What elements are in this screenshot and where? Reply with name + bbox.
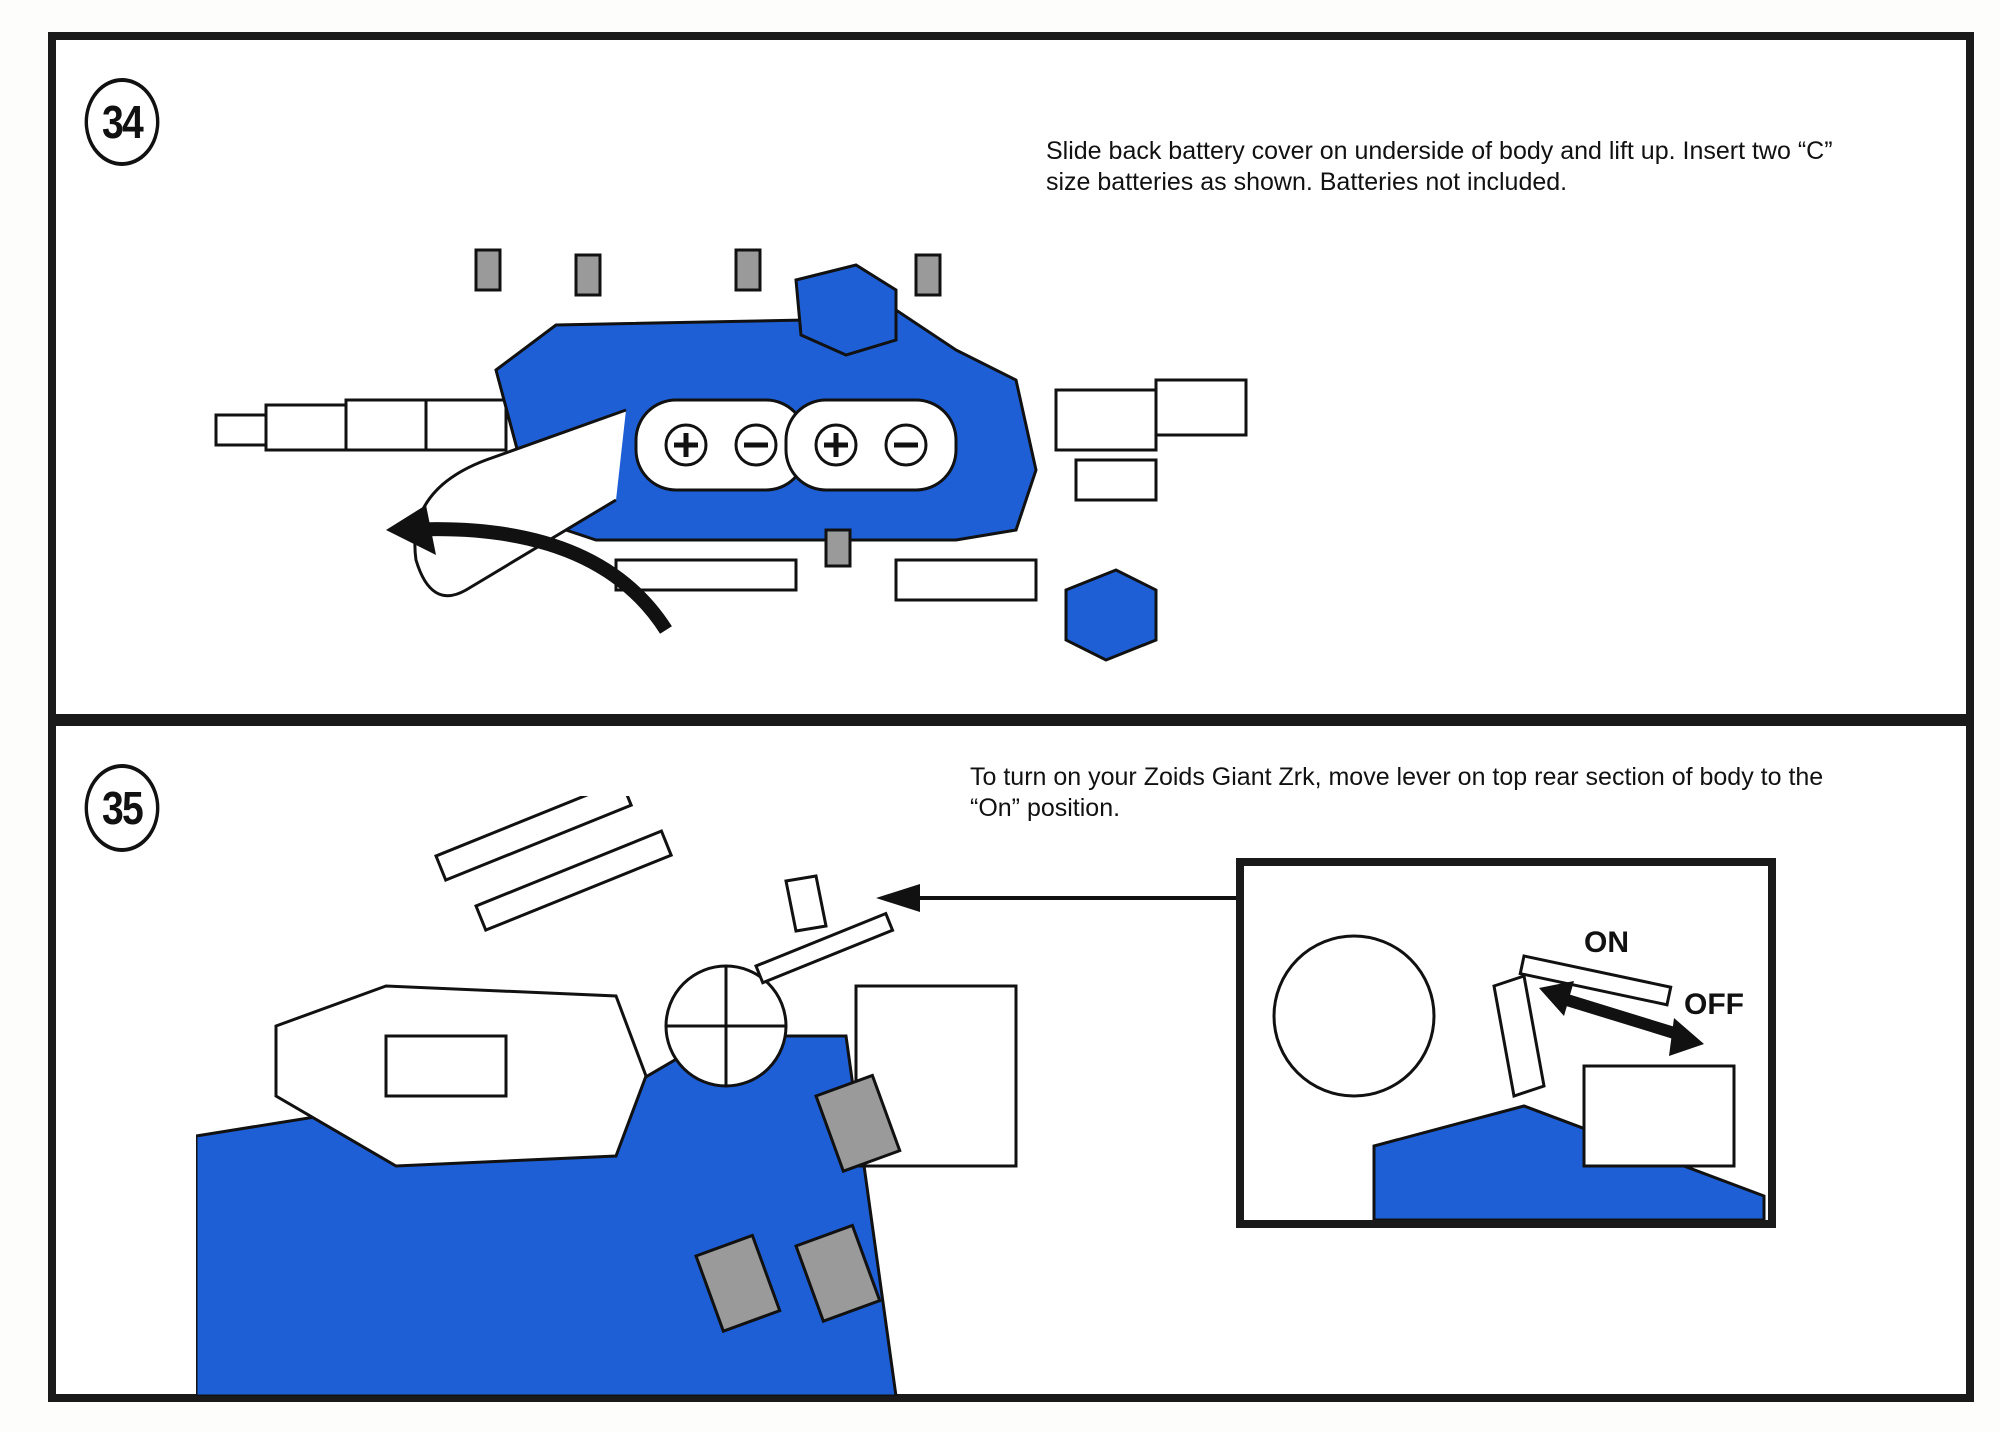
off-label: OFF xyxy=(1684,988,1744,1021)
inset-blue-body xyxy=(1372,1104,1766,1220)
right-gear xyxy=(1064,568,1158,662)
inset-turret xyxy=(1272,934,1436,1098)
inset-gun xyxy=(1518,954,1673,1007)
gun-barrels xyxy=(434,796,895,985)
step-34-line-2: size batteries as shown. Batteries not i… xyxy=(1046,168,1568,196)
lever-detail-inset: ON OFF xyxy=(1236,858,1776,1228)
inset-lever xyxy=(1492,974,1546,1098)
right-leg-parts xyxy=(614,378,1248,602)
on-off-arrow-shaft xyxy=(1552,990,1686,1042)
hull-hatch xyxy=(384,1034,508,1098)
step-34-panel: 34 Slide back battery cover on underside… xyxy=(48,32,1974,722)
inset-rear-block xyxy=(1582,1064,1736,1168)
grey-cylinders xyxy=(694,1073,902,1334)
step-35-line-2: “On” position. xyxy=(970,794,1121,822)
on-label: ON xyxy=(1584,926,1629,959)
lever-detail-illustration xyxy=(1272,934,1766,1220)
step-number-35: 35 xyxy=(84,764,160,852)
power-lever xyxy=(784,874,828,933)
step-35-panel: 35 To turn on your Zoids Giant Zrk, move… xyxy=(48,718,1974,1402)
on-arrow-head xyxy=(1539,981,1574,1016)
battery-compartment-illustration xyxy=(214,248,1248,662)
battery-2 xyxy=(784,398,958,492)
battery-1 xyxy=(634,398,808,492)
step-35-line-1: To turn on your Zoids Giant Zrk, move le… xyxy=(970,763,1824,791)
step-34-line-1: Slide back battery cover on underside of… xyxy=(1046,137,1833,165)
battery-cover xyxy=(413,408,627,598)
step-number-34: 34 xyxy=(84,78,160,166)
step-34-instruction: Slide back battery cover on underside of… xyxy=(1046,136,1946,198)
top-gear xyxy=(794,263,898,357)
off-arrow-head xyxy=(1669,1018,1704,1056)
left-leg-parts xyxy=(214,398,508,452)
inset-pointer-arrow xyxy=(876,884,1246,912)
power-lever-illustration xyxy=(196,796,1018,1396)
wheels xyxy=(474,248,942,568)
slide-arrow-head xyxy=(386,505,436,555)
slide-arrow xyxy=(405,522,672,634)
step-35-instruction: To turn on your Zoids Giant Zrk, move le… xyxy=(970,762,1950,824)
